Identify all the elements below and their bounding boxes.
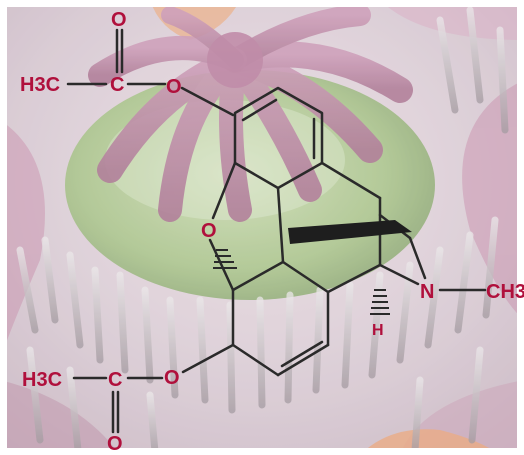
top-carbonyl-oxygen: O — [111, 9, 127, 31]
top-methyl-group: H3C — [20, 74, 60, 96]
bond-lines — [66, 28, 487, 434]
bottom-carbonyl-oxygen: O — [107, 433, 123, 455]
ring-oxygen: O — [201, 220, 217, 242]
wedge-bond — [288, 220, 412, 244]
stereo-hydrogen: H — [372, 322, 384, 339]
n-methyl-group: CH3 — [486, 281, 524, 303]
amine-nitrogen: N — [420, 281, 434, 303]
stamen-cluster — [16, 6, 509, 455]
bottom-carbonyl-carbon: C — [108, 369, 122, 391]
hashed-bonds — [213, 249, 390, 315]
bottom-ester-oxygen: O — [164, 367, 180, 389]
top-carbonyl-carbon: C — [110, 74, 124, 96]
bottom-methyl-group: H3C — [22, 369, 62, 391]
atom-labels: O H3C C O O N CH3 H H3C C O O — [20, 9, 524, 455]
molecule-structure: O H3C C O O N CH3 H H3C C O O — [20, 9, 524, 455]
top-ester-oxygen: O — [166, 76, 182, 98]
